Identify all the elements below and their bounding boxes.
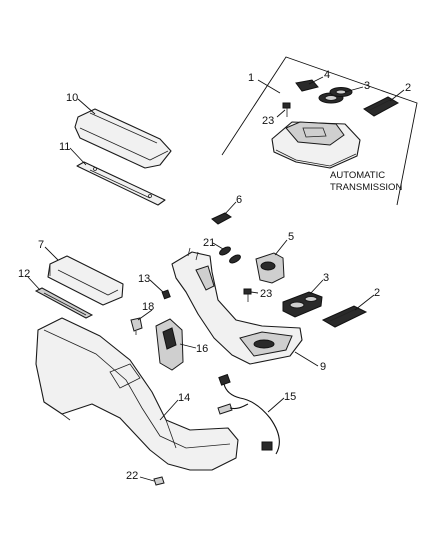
callout-23-inset: 23 (262, 115, 274, 127)
inset-frame (221, 56, 418, 206)
inset-note-line2: TRANSMISSION (330, 182, 402, 193)
inset-note-line1: AUTOMATIC (330, 170, 385, 181)
part-23-screw-inset (282, 102, 291, 117)
part-11-hinge-plate (76, 161, 166, 206)
part-16-bracket (155, 318, 184, 371)
part-3-cupholder-inset (318, 87, 353, 104)
callout-22: 22 (126, 470, 138, 482)
part-5-cup-insert (255, 252, 285, 284)
part-18-clip (130, 317, 143, 335)
part-15-wiring (217, 373, 280, 455)
part-23-screw-main (243, 288, 252, 302)
callout-5: 5 (288, 231, 294, 243)
leader-lines (27, 76, 405, 482)
part-2-mat-main (321, 305, 368, 328)
callout-15: 15 (284, 391, 296, 403)
callout-2-main: 2 (374, 287, 380, 299)
callout-10: 10 (66, 92, 78, 104)
part-9-console-bezel (171, 247, 303, 365)
callout-3-main: 3 (323, 272, 329, 284)
callout-11: 11 (59, 141, 70, 153)
callout-16: 16 (196, 343, 208, 355)
part-13-clip (161, 289, 171, 300)
callout-1: 1 (248, 72, 254, 84)
part-10-armrest-lid (74, 108, 172, 169)
part-7-storage-tray (47, 255, 124, 306)
part-12-bracket (34, 287, 94, 319)
part-6-bezel (211, 212, 232, 225)
callout-18: 18 (142, 301, 154, 313)
callout-3-inset: 3 (364, 80, 370, 92)
callout-21: 21 (203, 237, 215, 249)
part-1-bezel-auto (271, 121, 361, 169)
callout-9: 9 (320, 361, 326, 373)
part-14-console-housing (35, 317, 239, 471)
callout-2-inset: 2 (405, 82, 411, 94)
part-21-bezels (219, 246, 241, 264)
part-2-mat-inset (363, 96, 400, 117)
callout-23-main: 23 (260, 288, 272, 300)
callout-7: 7 (38, 239, 44, 251)
part-22-clip (153, 476, 165, 486)
callout-12: 12 (18, 268, 30, 280)
callout-4: 4 (324, 69, 330, 81)
callout-14: 14 (178, 392, 190, 404)
part-3-cupholder-main (282, 291, 323, 318)
callout-6: 6 (236, 194, 242, 206)
callout-13: 13 (138, 273, 150, 285)
